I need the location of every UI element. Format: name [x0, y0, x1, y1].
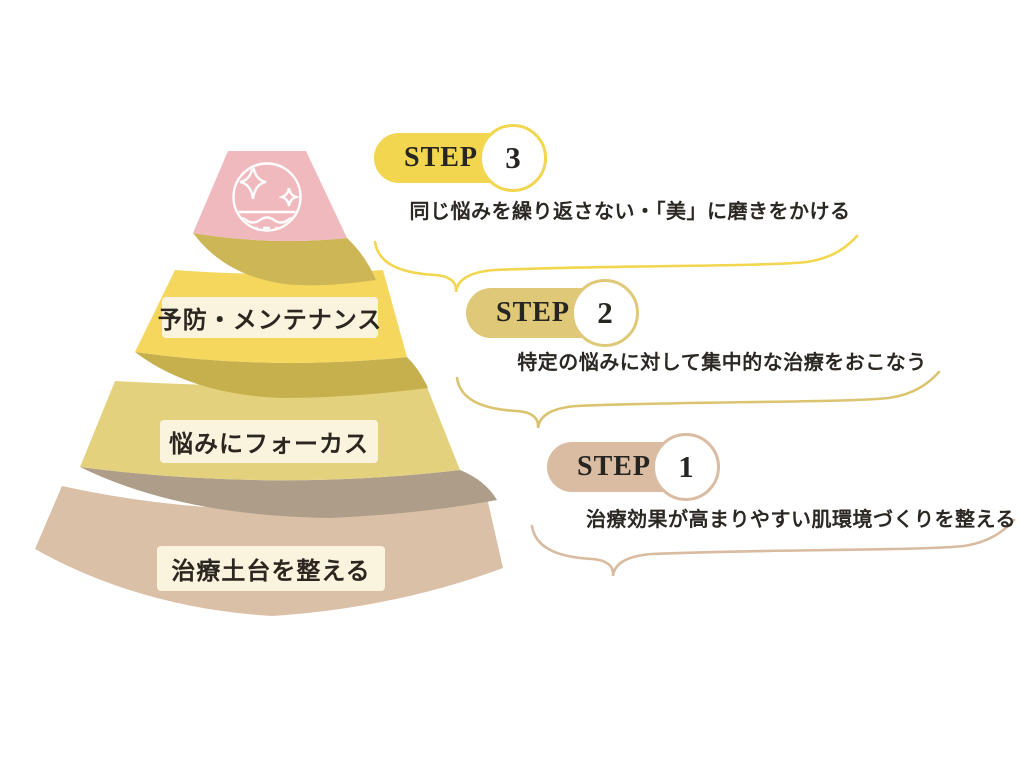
tier-top-apex	[193, 151, 347, 242]
tier3-label: 悩みにフォーカス	[169, 432, 369, 458]
step3-pill-label: STEP	[404, 142, 479, 173]
step1-description: 治療効果が高まりやすい肌環境づくりを整える	[586, 509, 1016, 531]
tier2-label-box: 予防・メンテナンス	[158, 297, 381, 338]
step1-swash-line	[530, 518, 1016, 577]
step1-pill-label: STEP	[577, 451, 652, 482]
tier2-underside-ribbon	[135, 352, 428, 398]
step2-pill-label: STEP	[496, 297, 571, 328]
tier3-label-box: 悩みにフォーカス	[160, 420, 378, 463]
tier4-label-box: 治療土台を整える	[157, 546, 385, 591]
step3-swash-line	[373, 234, 859, 293]
step2-description: 特定の悩みに対して集中的な治療をおこなう	[517, 352, 927, 374]
tier1-underside-ribbon	[193, 233, 376, 286]
step2-number: 2	[597, 295, 613, 330]
step2-swash-line	[455, 370, 941, 429]
step3-number-circle: 3	[479, 124, 547, 192]
step2-badge: STEP 2	[466, 279, 681, 349]
step2-number-circle: 2	[571, 279, 639, 347]
step3-badge: STEP 3	[374, 124, 589, 194]
tier2-label: 予防・メンテナンス	[157, 308, 383, 334]
step1-number: 1	[678, 449, 694, 484]
tier4-label: 治療土台を整える	[171, 559, 371, 585]
step3-number: 3	[505, 140, 521, 175]
tier3-underside-ribbon	[80, 467, 497, 518]
step3-description: 同じ悩みを繰り返さない・「美」に磨きをかける	[409, 201, 851, 223]
step1-badge: STEP 1	[547, 433, 762, 503]
step1-number-circle: 1	[652, 433, 720, 501]
